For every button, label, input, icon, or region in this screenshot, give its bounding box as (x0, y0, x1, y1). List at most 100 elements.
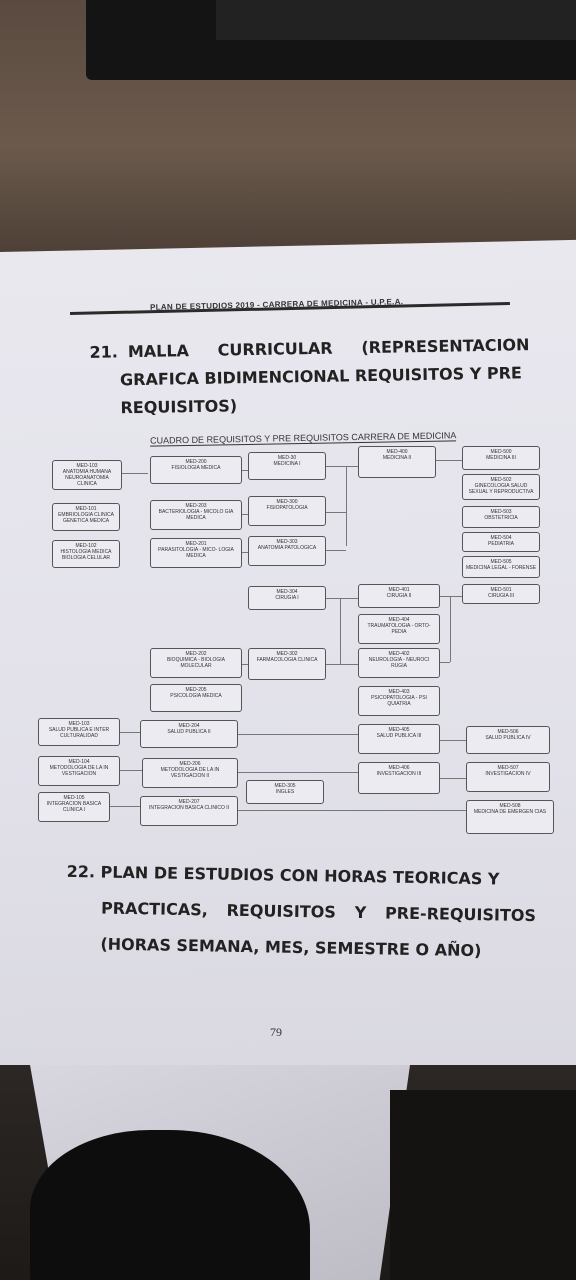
course-name: ANATOMIA PATOLOGICA (257, 545, 317, 551)
course-name: ANATOMIA HUMANA NEUROANATOMIA CLINICA (62, 469, 112, 487)
connector-line (326, 550, 346, 551)
course-code: MED-303 (276, 539, 298, 545)
course-code: MED-402 (388, 651, 410, 657)
course-code: MED-300 (276, 499, 298, 505)
course-code: MED-507 (497, 765, 519, 771)
course-code: MED-207 (178, 799, 200, 805)
course-code: MED-304 (276, 589, 298, 595)
dark-object (390, 1090, 576, 1280)
course-name: FARMACOLOGIA CLINICA (256, 657, 318, 663)
course-code: MED-503 (490, 509, 512, 515)
connector-line (110, 806, 140, 807)
connector-line (238, 734, 358, 735)
course-name: OBSTETRICIA (484, 515, 518, 521)
course-name: HISTOLOGIA MEDICA BIOLOGIA CELULAR (60, 549, 112, 561)
course-name: PSICOLOGIA MEDICA (170, 693, 222, 699)
course-name: BIOQUIMICA - BIOLOGIA MOLECULAR (166, 657, 226, 669)
course-code: MED-206 (179, 761, 201, 767)
course-name: SALUD PUBLICA IV (485, 735, 531, 741)
course-code: MED-404 (388, 617, 410, 623)
course-name: SALUD PUBLICA III (376, 733, 422, 739)
section-22-title: 22. PLAN DE ESTUDIOS CON HORAS TEORICAS … (66, 861, 537, 961)
connector-line (238, 772, 358, 773)
section-21-title: 21.MALLA CURRICULAR (REPRESENTACION GRAF… (89, 335, 530, 418)
course-name: SALUD PUBLICA E INTER CULTURALIDAD (48, 727, 110, 739)
course-code: MED-405 (388, 727, 410, 733)
course-code: MED-105 (63, 795, 85, 801)
course-code: MED-201 (185, 541, 207, 547)
connector-line (238, 810, 466, 811)
course-name: NEUROLOGIA - NEUROCI RUGIA (368, 657, 430, 669)
course-code: MED-101 (75, 506, 97, 512)
course-code: MED-200 (185, 459, 207, 465)
course-code: MED-403 (388, 689, 410, 695)
course-code: MED-401 (388, 587, 410, 593)
course-code: MED-103 (68, 721, 90, 727)
course-code: MED-205 (185, 687, 207, 693)
course-name: GINECOLOGIA SALUD SEXUAL Y REPRODUCTIVA (468, 483, 534, 495)
page-number: 79 (270, 1025, 282, 1039)
course-code: MED-500 (490, 449, 512, 455)
course-name: CIRUGIA II (386, 593, 412, 599)
course-name: FISIOLOGIA MEDICA (171, 465, 221, 471)
connector-line (326, 598, 358, 599)
connector-line (242, 552, 248, 553)
section-22-number: 22. (66, 861, 96, 882)
course-name: FISIOPATOLOGIA (266, 505, 308, 511)
connector-line (326, 664, 358, 665)
course-name: MEDICINA I (273, 461, 301, 467)
course-name: METODOLOGIA DE LA IN VESTIGACION (49, 765, 109, 777)
course-code: MED-506 (497, 729, 519, 735)
connector-line (326, 466, 358, 467)
course-name: CIRUGIA III (487, 593, 515, 599)
connector-line (122, 473, 148, 474)
course-name: BACTERIOLOGIA - MICOLO GIA MEDICA (158, 509, 234, 521)
course-code: MED-508 (499, 803, 521, 809)
course-name: MEDICINA DE EMERGEN CIAS (473, 809, 547, 815)
connector-line (340, 598, 341, 664)
course-name: MEDICINA II (382, 455, 412, 461)
course-code: MED-103 (76, 463, 98, 469)
laptop-edge (86, 0, 576, 80)
course-code: MED-406 (388, 765, 410, 771)
course-code: MED-501 (490, 587, 512, 593)
course-name: MEDICINA LEGAL - FORENSE (465, 565, 537, 571)
course-name: INTEGRACION BASICA CLINICA I (46, 801, 102, 813)
connector-line (440, 778, 466, 779)
course-code: MED-400 (386, 449, 408, 455)
course-code: MED-204 (178, 723, 200, 729)
course-code: MED-203 (185, 503, 207, 509)
course-name: PSICOPATOLOGIA - PSI QUIATRIA (371, 695, 427, 707)
course-code: MED-504 (490, 535, 512, 541)
dark-chair (30, 1130, 310, 1280)
course-name: CIRUGIA I (275, 595, 299, 601)
